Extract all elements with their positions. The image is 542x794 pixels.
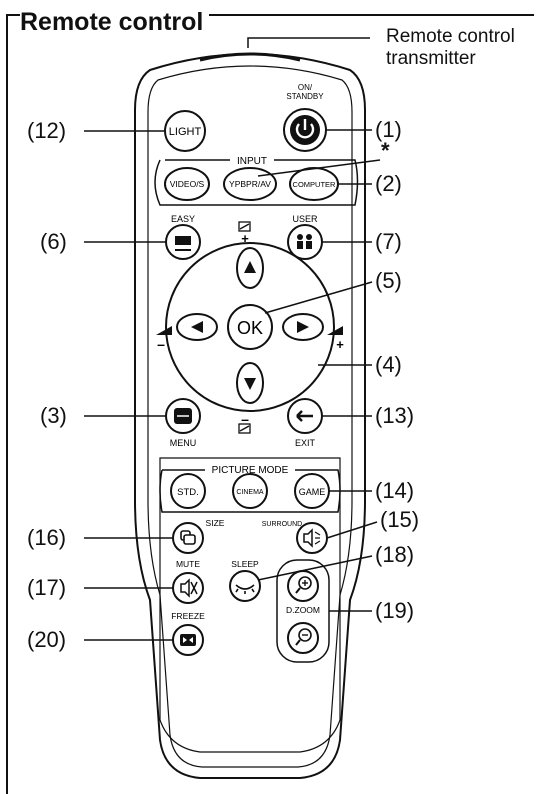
- svg-text:+: +: [336, 337, 344, 352]
- ypbpr-av-label: YPBPR/AV: [229, 179, 271, 189]
- cinema-button[interactable]: CINEMA: [232, 473, 268, 509]
- freeze-label: FREEZE: [171, 611, 205, 621]
- lower-panel: [159, 457, 341, 753]
- dzoom-in-button[interactable]: [287, 570, 319, 602]
- std-label: STD.: [177, 487, 199, 498]
- speaker-icon: [303, 528, 321, 548]
- easy-button[interactable]: [165, 224, 201, 260]
- callout-1: (1): [375, 117, 402, 142]
- mute-label: MUTE: [176, 559, 200, 569]
- size-label: SIZE: [206, 518, 225, 528]
- zoom-in-icon: [295, 576, 312, 594]
- callout-14: (14): [375, 478, 415, 503]
- transmitter-window: [199, 52, 301, 62]
- exit-button[interactable]: [287, 398, 323, 434]
- ok-label: OK: [237, 318, 263, 338]
- sleep-icon: [235, 584, 255, 594]
- svg-text:+: +: [241, 231, 249, 246]
- picture-mode-label: PICTURE MODE: [212, 465, 289, 476]
- user-icon: [297, 234, 312, 249]
- callout-20: (20): [27, 627, 67, 652]
- callout-4: (4): [375, 352, 402, 377]
- left-arrow-icon: [191, 321, 203, 333]
- freeze-icon: [180, 634, 196, 646]
- leader-lines: [84, 37, 381, 641]
- light-button[interactable]: LIGHT: [164, 110, 206, 152]
- user-label: USER: [292, 214, 318, 224]
- on-label: ON/: [298, 83, 313, 92]
- game-label: GAME: [299, 487, 326, 497]
- svg-text:–: –: [241, 411, 249, 427]
- callout-15: (15): [380, 507, 420, 532]
- mute-button[interactable]: [172, 572, 204, 604]
- power-icon: [295, 119, 315, 139]
- up-button[interactable]: [236, 247, 264, 289]
- callout-6: (6): [40, 229, 67, 254]
- callout-2: (2): [375, 171, 402, 196]
- figure-frame: [6, 14, 534, 794]
- callout-7: (7): [375, 229, 402, 254]
- dzoom-label: D.ZOOM: [286, 605, 320, 615]
- computer-label: COMPUTER: [293, 180, 337, 189]
- callout-17: (17): [27, 575, 67, 600]
- volume-up-icon: +: [327, 326, 344, 352]
- ypbpr-av-button[interactable]: YPBPR/AV: [223, 167, 277, 201]
- surround-button[interactable]: [296, 522, 328, 554]
- sleep-label: SLEEP: [231, 559, 259, 569]
- transmitter-label-line1: Remote control: [386, 26, 515, 47]
- asterisk-note: *: [381, 138, 390, 163]
- video-s-label: VIDEO/S: [170, 179, 205, 189]
- easy-icon: [175, 236, 191, 245]
- up-arrow-icon: [244, 261, 256, 273]
- surround-label: SURROUND: [262, 521, 302, 528]
- zoom-out-icon: [295, 628, 312, 646]
- light-label: LIGHT: [169, 126, 202, 138]
- callout-16: (16): [27, 525, 67, 550]
- callout-18: (18): [375, 542, 415, 567]
- ok-button[interactable]: OK: [227, 304, 273, 350]
- callout-3: (3): [40, 403, 67, 428]
- computer-button[interactable]: COMPUTER: [289, 167, 339, 201]
- on-standby-button[interactable]: [283, 108, 327, 152]
- callout-19: (19): [375, 598, 415, 623]
- std-button[interactable]: STD.: [170, 473, 206, 509]
- picture-mode-frame: [159, 469, 341, 513]
- keystone-down-icon: –: [238, 411, 251, 434]
- down-button[interactable]: [236, 362, 264, 404]
- exit-label: EXIT: [295, 438, 316, 448]
- menu-label: MENU: [170, 438, 197, 448]
- input-group-frame: [154, 159, 359, 206]
- right-button[interactable]: [282, 313, 324, 341]
- down-arrow-icon: [244, 378, 256, 390]
- size-button[interactable]: [172, 522, 204, 554]
- game-button[interactable]: GAME: [294, 473, 330, 509]
- menu-button[interactable]: [165, 398, 201, 434]
- user-button[interactable]: [287, 224, 323, 260]
- easy-label: EASY: [171, 214, 195, 224]
- cinema-label: CINEMA: [236, 489, 264, 496]
- left-button[interactable]: [176, 313, 218, 341]
- page-title: Remote control: [20, 8, 210, 37]
- standby-label: STANDBY: [286, 92, 324, 101]
- input-group-label: INPUT: [237, 156, 267, 167]
- transmitter-label-line2: transmitter: [386, 48, 476, 69]
- volume-down-icon: –: [156, 326, 172, 352]
- freeze-button[interactable]: [172, 624, 204, 656]
- svg-text:–: –: [157, 336, 165, 352]
- remote-body-inner: [147, 65, 353, 768]
- right-arrow-icon: [297, 321, 309, 333]
- callout-12: (12): [27, 118, 67, 143]
- sleep-button[interactable]: [229, 570, 261, 602]
- dzoom-out-button[interactable]: [287, 622, 319, 654]
- return-icon: [296, 410, 313, 422]
- callout-5: (5): [375, 268, 402, 293]
- video-s-button[interactable]: VIDEO/S: [164, 167, 210, 201]
- mute-icon: [180, 578, 198, 598]
- keystone-up-icon: +: [238, 221, 251, 246]
- callout-13: (13): [375, 403, 415, 428]
